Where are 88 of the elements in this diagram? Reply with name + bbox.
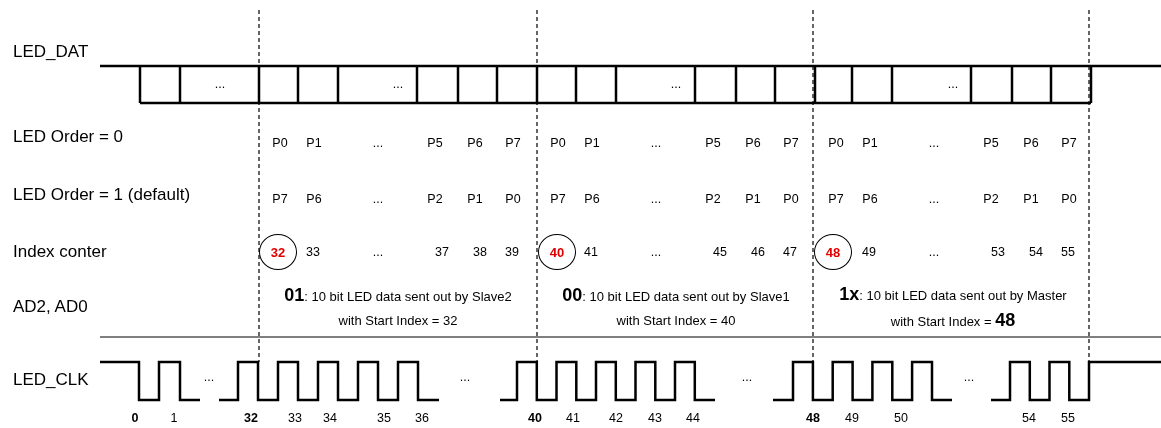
clock-count: 0 [131,410,139,426]
mode-description: 01: 10 bit LED data sent out by Slave2 with Start Index = 32 [283,284,513,330]
clock-count: 54 [1022,410,1036,426]
mode-description: 1x: 10 bit LED data sent out by Master with Start Index = 48 [838,283,1068,332]
pixel-label: P7 [1061,135,1077,151]
clock-count: 50 [894,410,908,426]
signal-name: LED_DAT [13,42,89,62]
pixel-label: ... [372,135,384,151]
clock-count: 36 [415,410,429,426]
pixel-label: ... [650,191,662,207]
clock-count: 49 [845,410,859,426]
clock-count: 48 [806,410,820,426]
ellipsis: ... [670,76,682,92]
pixel-label: P2 [705,191,721,207]
ellipsis: ... [947,76,959,92]
pixel-label: P7 [783,135,799,151]
start-index: 40 [549,244,565,260]
clock-count: 43 [648,410,662,426]
row-label: Index conter [13,242,107,262]
pixel-label: P1 [1023,191,1039,207]
pixel-label: ... [928,135,940,151]
clock-count: 44 [686,410,700,426]
index-number: 45 [713,244,727,260]
index-number: ... [650,244,662,260]
start-index: 32 [270,244,286,260]
index-number: 47 [783,244,797,260]
index-number: 37 [435,244,449,260]
mode-description: 00: 10 bit LED data sent out by Slave1 with Start Index = 40 [561,284,791,330]
pixel-label: P7 [505,135,521,151]
pixel-label: P7 [272,191,288,207]
pixel-label: P6 [862,191,878,207]
pixel-label: P0 [550,135,566,151]
ellipsis: ... [214,76,226,92]
pixel-label: P2 [427,191,443,207]
pixel-label: P0 [505,191,521,207]
pixel-label: ... [650,135,662,151]
pixel-label: P6 [306,191,322,207]
pixel-label: P1 [306,135,322,151]
clock-count: 55 [1061,410,1075,426]
index-number: 38 [473,244,487,260]
index-number: 33 [306,244,320,260]
clock-count: 33 [288,410,302,426]
index-number: 54 [1029,244,1043,260]
pixel-label: ... [928,191,940,207]
row-label: LED Order = 0 [13,127,124,147]
pixel-label: P6 [745,135,761,151]
pixel-label: P0 [828,135,844,151]
ellipsis: ... [459,369,471,385]
clock-count: 41 [566,410,580,426]
ellipsis: ... [203,369,215,385]
index-number: 41 [584,244,598,260]
clock-count: 42 [609,410,623,426]
pixel-label: P6 [584,191,600,207]
pixel-label: P5 [983,135,999,151]
ellipsis: ... [392,76,404,92]
pixel-label: P1 [584,135,600,151]
pixel-label: P6 [467,135,483,151]
pixel-label: P0 [272,135,288,151]
clock-count: 32 [244,410,258,426]
start-index: 48 [825,244,841,260]
pixel-label: P5 [427,135,443,151]
ellipsis: ... [741,369,753,385]
clock-count: 34 [323,410,337,426]
pixel-label: P2 [983,191,999,207]
pixel-label: P6 [1023,135,1039,151]
pixel-label: P7 [828,191,844,207]
row-label: LED Order = 1 (default) [13,185,191,205]
pixel-label: P5 [705,135,721,151]
pixel-label: P1 [745,191,761,207]
pixel-label: P0 [783,191,799,207]
clock-count: 1 [170,410,178,426]
index-number: ... [372,244,384,260]
ellipsis: ... [963,369,975,385]
pixel-label: ... [372,191,384,207]
signal-name: LED_CLK [13,370,89,390]
index-number: 49 [862,244,876,260]
index-number: 39 [505,244,519,260]
pixel-label: P1 [862,135,878,151]
pixel-label: P1 [467,191,483,207]
clock-count: 35 [377,410,391,426]
pixel-label: P7 [550,191,566,207]
index-number: 55 [1061,244,1075,260]
index-number: 46 [751,244,765,260]
index-number: ... [928,244,940,260]
pixel-label: P0 [1061,191,1077,207]
row-label: AD2, AD0 [13,297,88,317]
clock-count: 40 [528,410,542,426]
index-number: 53 [991,244,1005,260]
